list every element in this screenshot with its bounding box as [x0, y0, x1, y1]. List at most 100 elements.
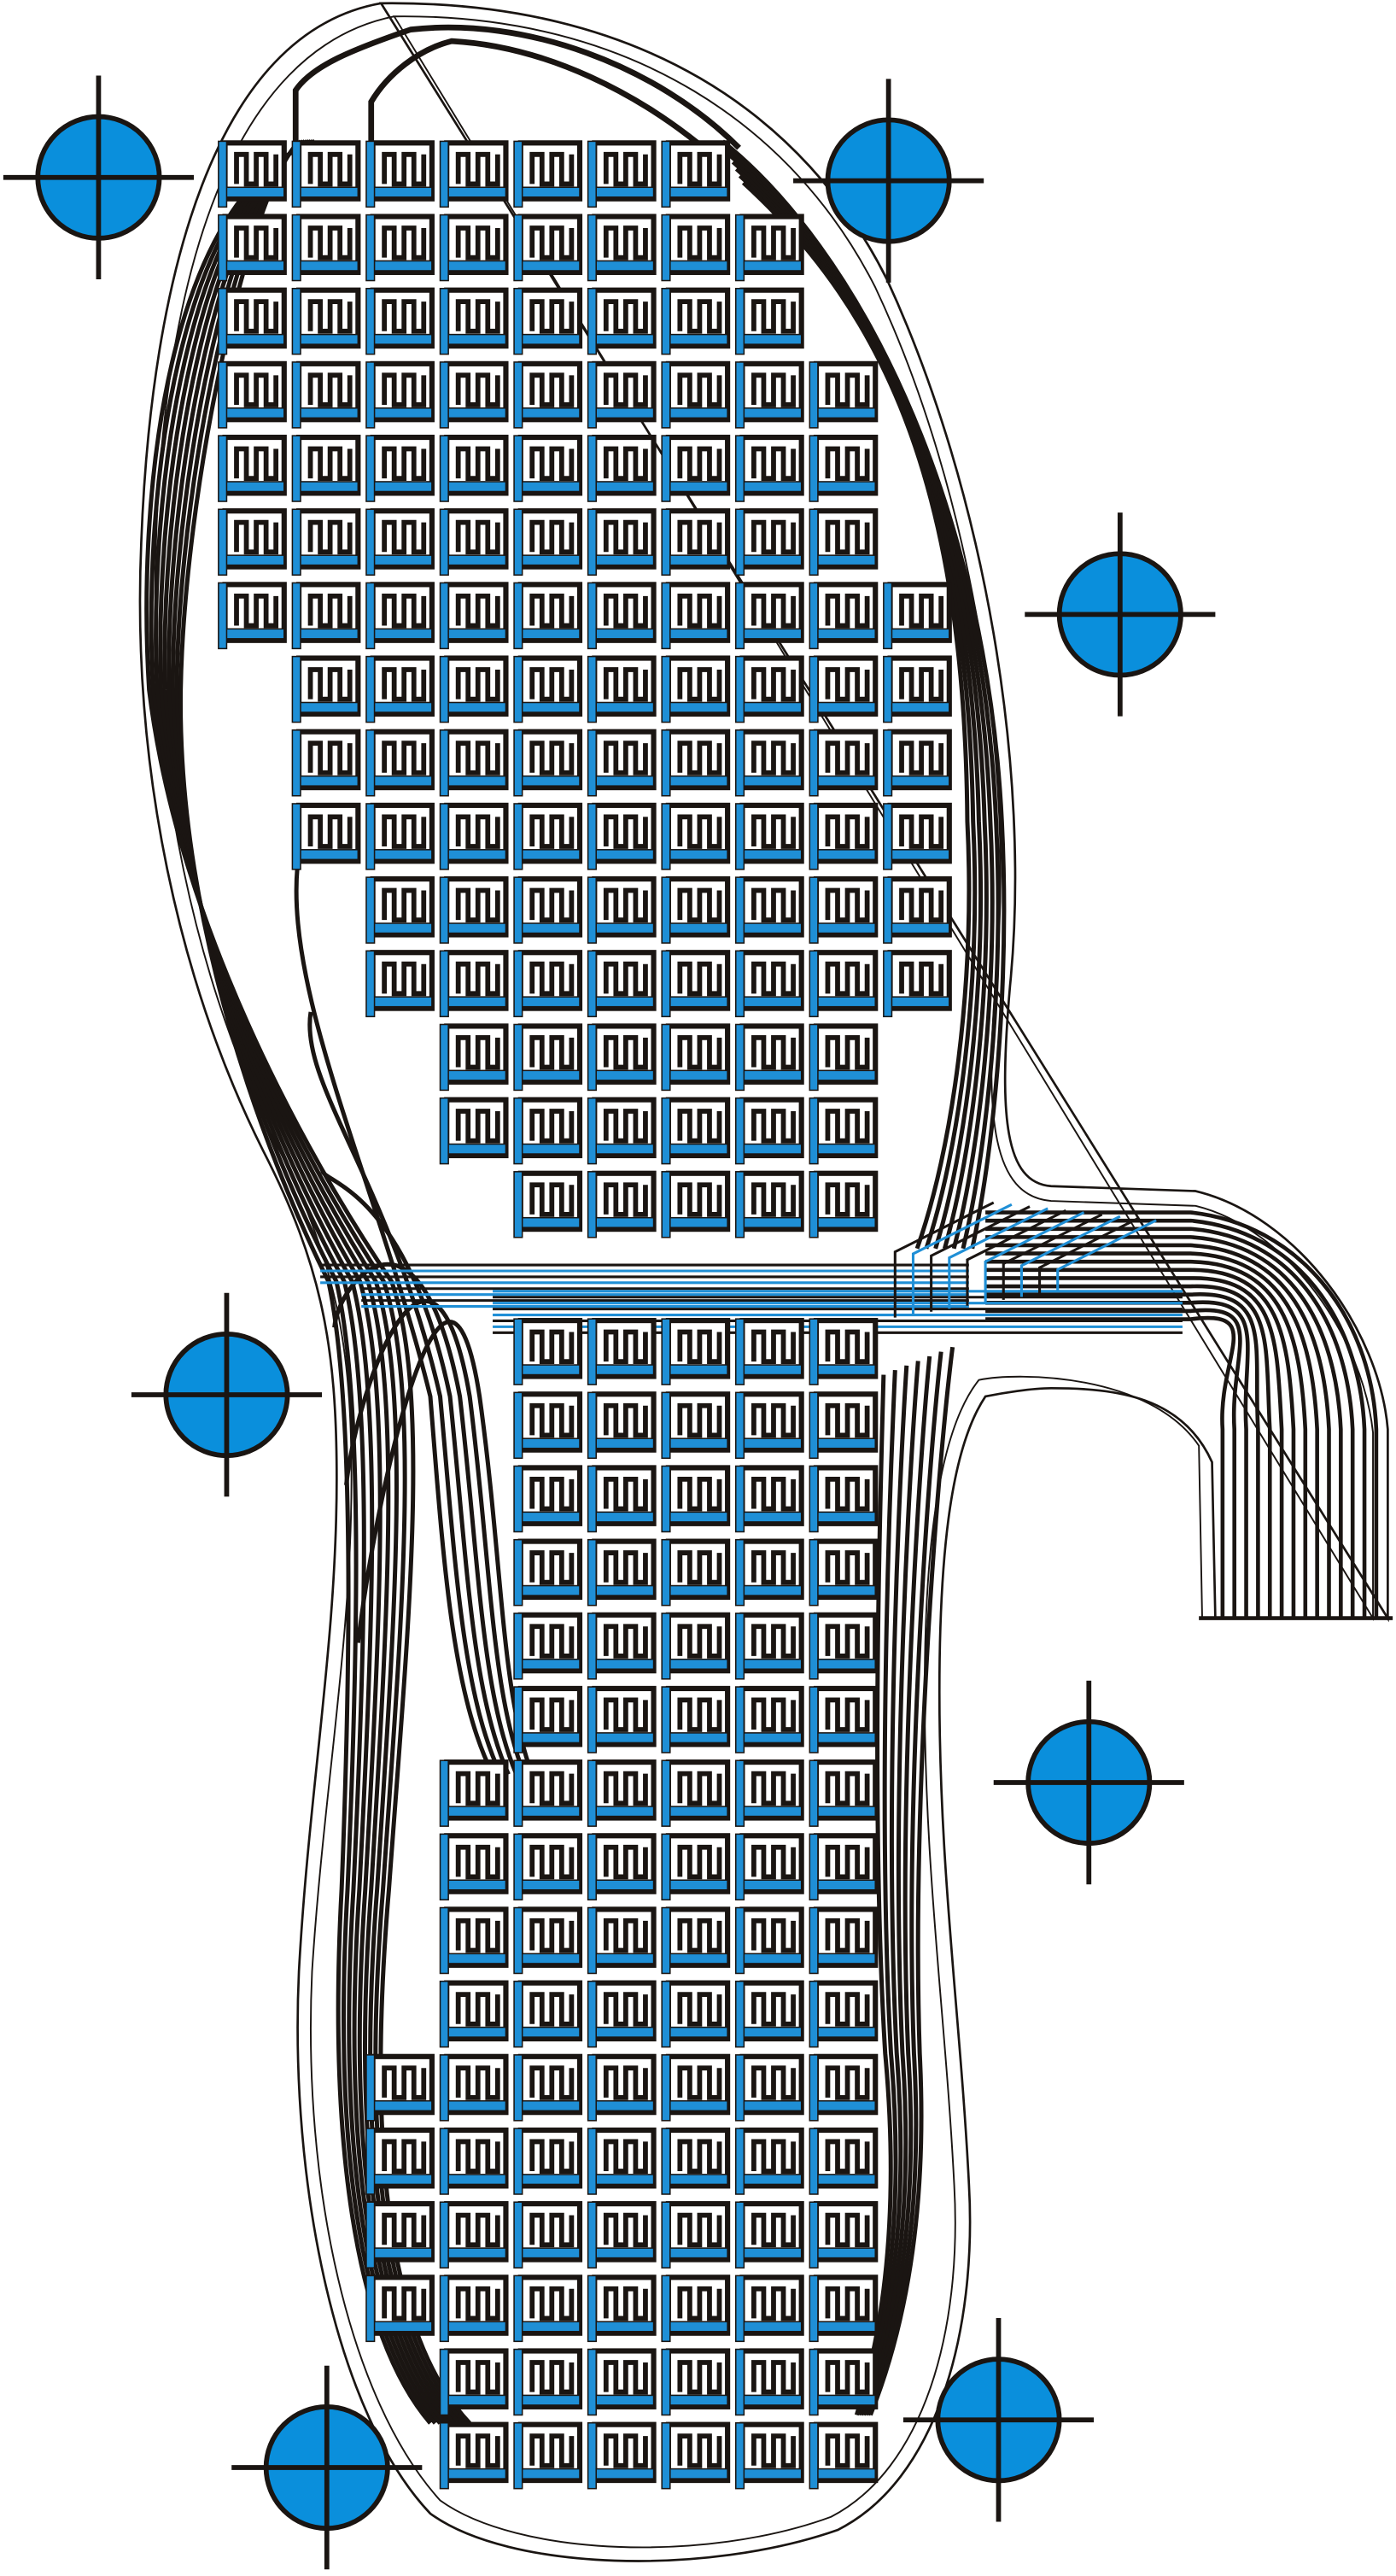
sensor-cell	[809, 1980, 879, 2048]
trace-right-bottom	[856, 1370, 898, 2416]
cell-electrode-left	[439, 1023, 449, 1092]
cell-meander	[455, 1992, 500, 2027]
cell-electrode-bottom	[220, 481, 285, 493]
cell-electrode-left	[809, 2274, 819, 2343]
cell-meander	[382, 741, 427, 776]
cell-meander	[825, 2433, 870, 2468]
sensor-cell	[587, 2127, 657, 2195]
cell-electrode-bottom	[664, 849, 728, 861]
cell-electrode-left	[587, 2054, 598, 2122]
cell-electrode-bottom	[664, 260, 728, 272]
cell-electrode-left	[809, 1833, 819, 1901]
trace-left	[166, 139, 447, 2425]
cell-meander	[529, 446, 575, 481]
cell-electrode-left	[365, 655, 376, 723]
cell-electrode-left	[734, 2054, 745, 2122]
cell-meander	[677, 1624, 722, 1659]
cell-meander	[677, 225, 722, 261]
sensor-cell	[734, 2053, 804, 2122]
cell-electrode-bottom	[664, 2026, 728, 2038]
sensor-cell	[439, 2127, 509, 2195]
flex-connector-tail	[985, 1210, 1393, 1620]
sensor-cell	[734, 360, 804, 429]
cell-meander	[529, 1844, 575, 1880]
cell-electrode-left	[439, 2274, 449, 2343]
cell-meander	[603, 1182, 648, 1217]
sensor-cell	[439, 2274, 509, 2343]
cell-electrode-left	[291, 803, 301, 870]
cell-electrode-bottom	[590, 1364, 655, 1376]
cell-meander	[529, 1771, 575, 1806]
cell-meander	[234, 593, 279, 629]
cell-meander	[825, 1329, 870, 1365]
cell-electrode-bottom	[812, 775, 877, 787]
cell-meander	[751, 1402, 796, 1438]
cell-electrode-left	[734, 1833, 745, 1901]
cell-electrode-bottom	[590, 701, 655, 713]
sensor-cell	[661, 1097, 731, 1165]
cell-electrode-bottom	[442, 1143, 507, 1155]
sensor-cell	[513, 1759, 583, 1827]
sensor-cell	[587, 2274, 657, 2343]
cell-meander	[455, 961, 500, 997]
cell-electrode-left	[365, 2054, 376, 2122]
cell-meander	[825, 1697, 870, 1732]
cell-meander	[677, 1918, 722, 1953]
cell-electrode-left	[513, 1023, 523, 1092]
cell-electrode-left	[291, 508, 301, 576]
sensor-cell	[661, 360, 731, 429]
sensor-cell	[734, 582, 804, 650]
cell-meander	[751, 519, 796, 555]
cell-electrode-bottom	[442, 1952, 507, 1964]
cell-electrode-bottom	[664, 2468, 728, 2479]
sensor-cell	[809, 2348, 879, 2416]
cell-electrode-left	[883, 655, 893, 723]
cell-electrode-bottom	[590, 2394, 655, 2406]
sensor-cell	[734, 1391, 804, 1460]
cell-electrode-left	[734, 1906, 745, 1975]
cell-electrode-left	[513, 1906, 523, 1975]
cell-electrode-bottom	[369, 701, 433, 713]
sensor-cell	[365, 2053, 435, 2122]
cell-electrode-left	[365, 435, 376, 502]
sensor-cell	[439, 2348, 509, 2416]
sensor-cell	[809, 360, 879, 429]
cell-electrode-bottom	[590, 1732, 655, 1744]
cell-electrode-left	[439, 435, 449, 502]
cell-electrode-left	[587, 140, 598, 208]
cell-meander	[751, 1697, 796, 1732]
connector-line	[985, 1227, 1355, 1619]
cell-meander	[234, 446, 279, 481]
cell-meander	[529, 1402, 575, 1438]
cell-electrode-left	[661, 1171, 671, 1238]
cell-meander	[751, 1329, 796, 1365]
cell-electrode-left	[734, 2421, 745, 2490]
cell-electrode-bottom	[369, 2321, 433, 2333]
cell-electrode-bottom	[442, 2026, 507, 2038]
cell-meander	[751, 2360, 796, 2395]
sensor-cell	[291, 434, 361, 502]
cell-electrode-bottom	[664, 701, 728, 713]
sensor-cell	[809, 1318, 879, 1385]
cell-meander	[751, 1550, 796, 1585]
sensor-cell	[809, 2274, 879, 2343]
cell-electrode-left	[734, 729, 745, 797]
sensor-cell	[513, 2348, 583, 2416]
cell-meander	[751, 1477, 796, 1512]
sensor-cell	[439, 214, 509, 282]
cell-electrode-left	[587, 1023, 598, 1092]
cell-electrode-bottom	[812, 2394, 877, 2406]
cell-meander	[677, 1109, 722, 1144]
cell-meander	[529, 299, 575, 334]
cell-electrode-left	[439, 1097, 449, 1165]
trace-inner	[344, 1298, 527, 1776]
cell-meander	[677, 741, 722, 776]
cell-electrode-left	[439, 2201, 449, 2269]
cell-meander	[677, 446, 722, 481]
sensor-cell	[734, 2274, 804, 2343]
sensor-cell	[291, 508, 361, 576]
cell-electrode-left	[661, 2274, 671, 2343]
cell-meander	[825, 961, 870, 997]
sensor-cell	[809, 582, 879, 650]
cell-electrode-left	[734, 214, 745, 282]
